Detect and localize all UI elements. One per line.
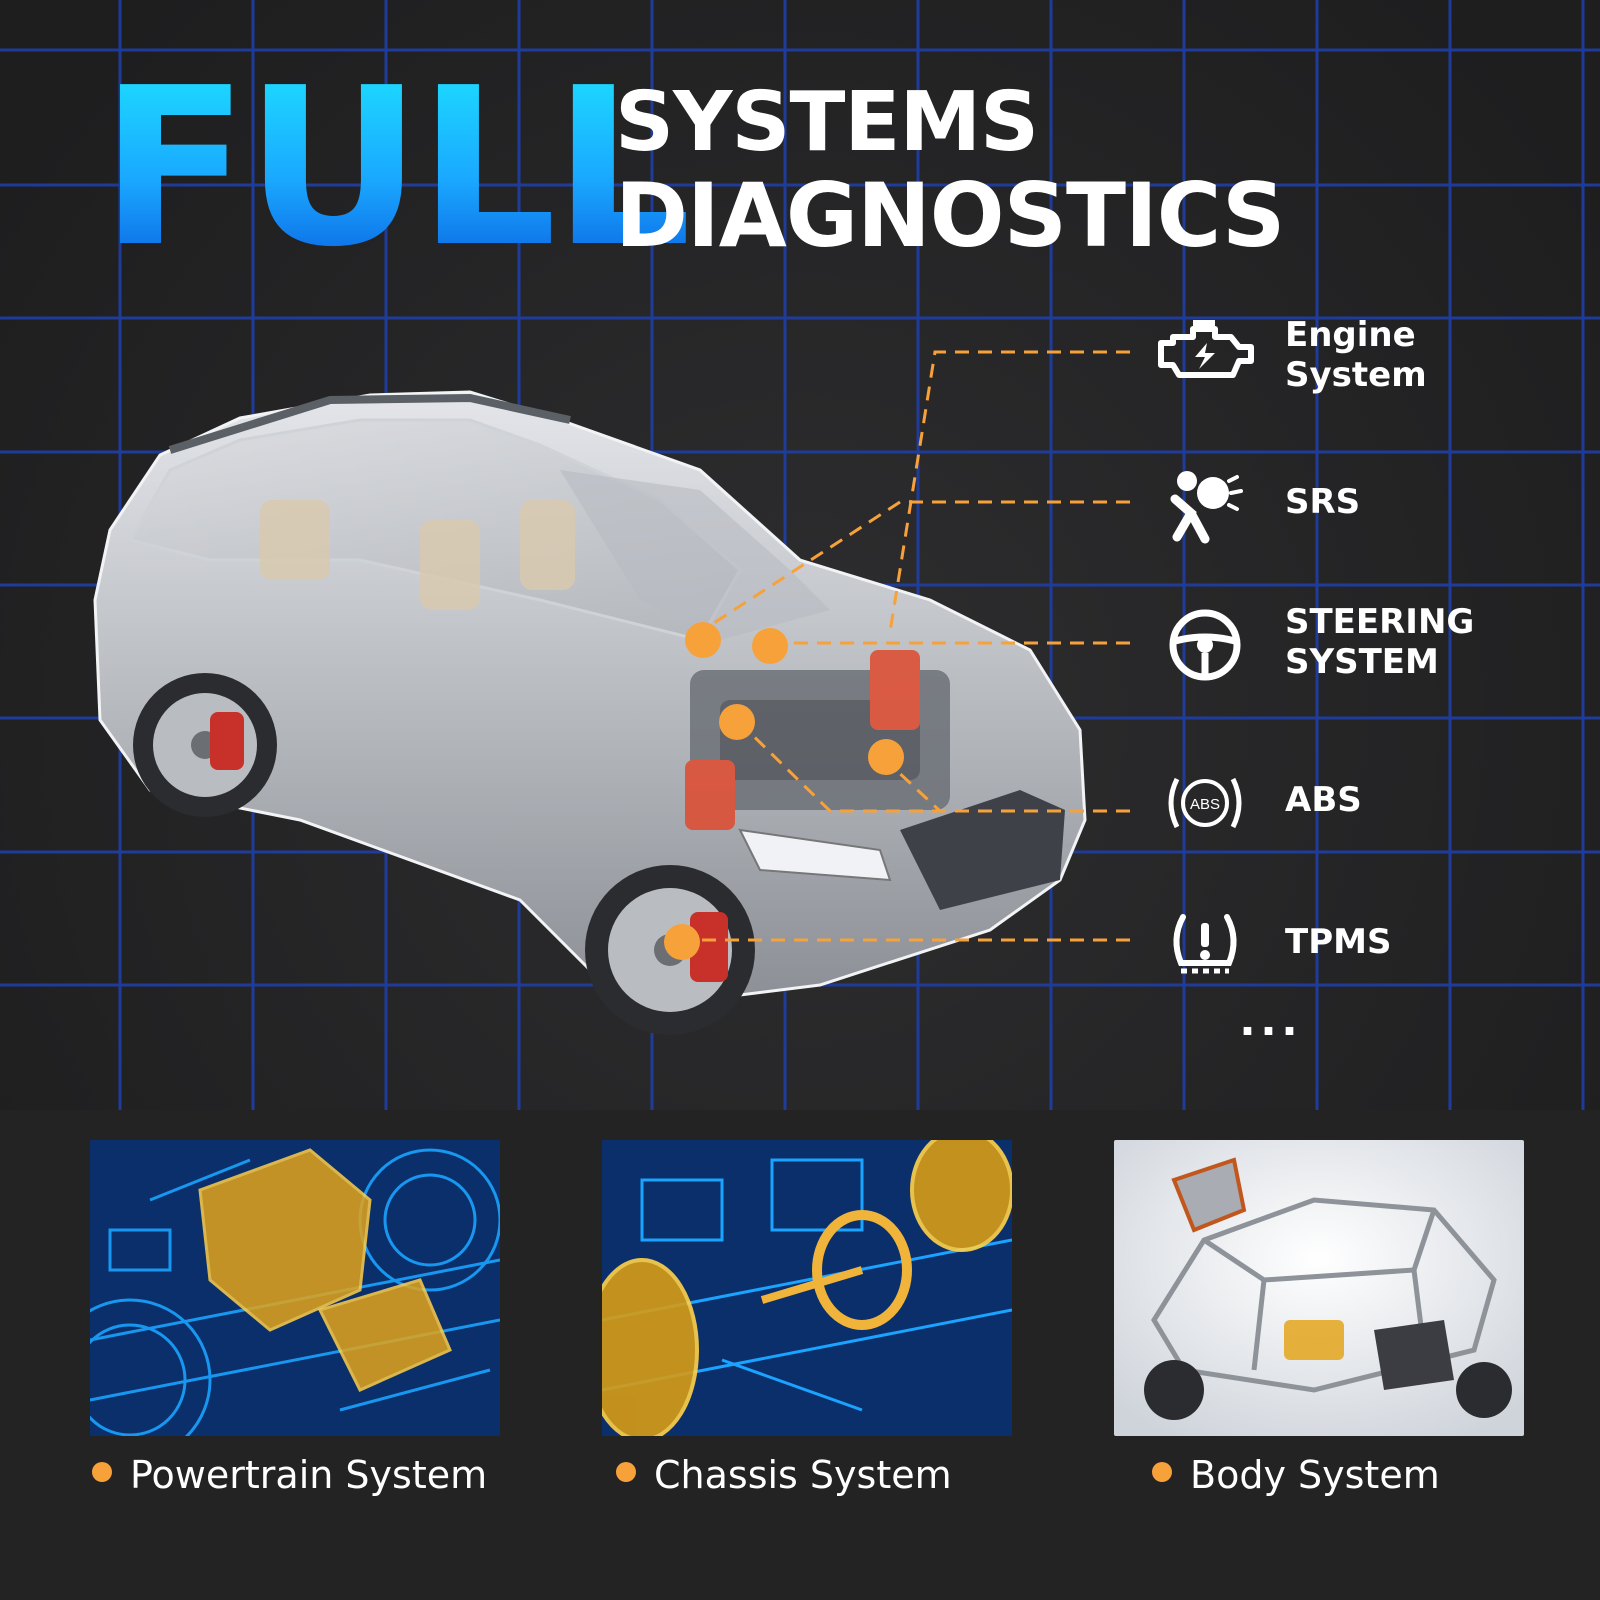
hotspot-engine[interactable] xyxy=(868,739,904,775)
category-body: Body System xyxy=(1152,1452,1440,1498)
headline-diagnostics: DIAGNOSTICS xyxy=(615,164,1285,267)
engine-system-label: Engine System xyxy=(1285,315,1427,395)
transparent-car-illustration xyxy=(93,390,1087,1035)
powertrain-illustration xyxy=(90,1140,500,1436)
system-steering: STEERING SYSTEM xyxy=(1150,600,1580,690)
chassis-illustration xyxy=(602,1140,1012,1436)
bullet-icon xyxy=(92,1462,112,1482)
powertrain-label: Powertrain System xyxy=(130,1453,488,1497)
hotspot-srs[interactable] xyxy=(685,622,721,658)
steering-system-label: STEERING SYSTEM xyxy=(1285,602,1475,682)
abs-icon: ABS xyxy=(1150,758,1260,848)
category-powertrain: Powertrain System xyxy=(92,1452,487,1498)
more-systems-indicator: ... xyxy=(1240,987,1304,1047)
hotspot-tpms[interactable] xyxy=(664,924,700,960)
hotspot-steering[interactable] xyxy=(752,628,788,664)
headline-systems: SYSTEMS xyxy=(615,75,1039,170)
engine-check-icon xyxy=(1150,307,1260,397)
abs-label: ABS xyxy=(1285,780,1362,820)
airbag-icon xyxy=(1150,460,1260,550)
bullet-icon xyxy=(616,1462,636,1482)
category-chassis: Chassis System xyxy=(616,1452,952,1498)
system-abs: ABS ABS xyxy=(1150,758,1580,848)
headline-full: FULL xyxy=(100,42,692,295)
bullet-icon xyxy=(1152,1462,1172,1482)
srs-label: SRS xyxy=(1285,482,1361,522)
body-label: Body System xyxy=(1190,1453,1440,1497)
body-illustration xyxy=(1114,1140,1524,1436)
steering-wheel-icon xyxy=(1150,600,1260,690)
tpms-label: TPMS xyxy=(1285,922,1392,962)
system-srs: SRS xyxy=(1150,460,1580,550)
abs-icon-text: ABS xyxy=(1190,796,1220,813)
hotspot-abs[interactable] xyxy=(719,704,755,740)
diagnostic-callout-lines xyxy=(664,350,1130,960)
tire-pressure-icon xyxy=(1150,900,1260,990)
chassis-label: Chassis System xyxy=(654,1453,952,1497)
system-engine: Engine System xyxy=(1150,307,1580,397)
system-tpms: TPMS xyxy=(1150,900,1580,990)
